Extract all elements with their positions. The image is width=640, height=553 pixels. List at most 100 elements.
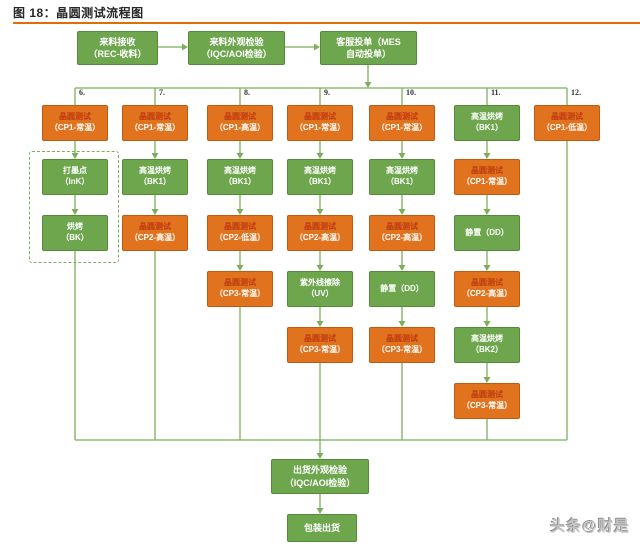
box-label-line2: （CP1-常温）: [129, 123, 181, 132]
col11-bake-bk1-box: 高温烘烤 （BK1）: [454, 105, 520, 141]
box-label-line1: 晶圆测试: [224, 222, 256, 232]
col11-rest-dd-box: 静置（DD）: [454, 215, 520, 251]
box-label-line2: （InK）: [60, 177, 90, 186]
col8-wafer-test-cp1-ht-box: 晶圆测试 （CP1-高温）: [207, 105, 273, 141]
box-label-line2: （BK）: [61, 233, 89, 242]
col8-wafer-test-cp3-rt-box: 晶圆测试 （CP3-常温）: [207, 271, 273, 307]
box-label-line2: （UV）: [306, 289, 334, 298]
watermark-toutiao-caishi: 头条@财是: [550, 518, 630, 535]
box-label-line2: （CP1-常温）: [49, 123, 101, 132]
box-label-line1: 来料外观检验: [209, 36, 264, 47]
box-label-line2: （CP1-常温）: [376, 123, 428, 132]
col8-wafer-test-cp2-lt-box: 晶圆测试 （CP2-低温）: [207, 215, 273, 251]
col11-wafer-test-cp1-rt-box: 晶圆测试 （CP1-常温）: [454, 159, 520, 195]
column-number-11: 11.: [491, 88, 501, 97]
title-underline-rule: [13, 22, 640, 24]
figure-title: 图 18：晶圆测试流程图: [13, 6, 144, 20]
box-label-line2: （CP1-常温）: [294, 123, 346, 132]
col10-wafer-test-cp2-ht-box: 晶圆测试 （CP2-高温）: [369, 215, 435, 251]
box-label-line2: （IQC/AOI检验）: [284, 477, 356, 488]
box-label-line1: 高温烘烤: [224, 166, 256, 176]
box-label-line2: （CP1-高温）: [214, 123, 266, 132]
box-label-line2: （BK1）: [470, 123, 503, 132]
col7-wafer-test-cp2-ht-box: 晶圆测试 （CP2-高温）: [122, 215, 188, 251]
col8-bake-bk1-box: 高温烘烤 （BK1）: [207, 159, 273, 195]
box-label-line2: （CP3-常温）: [461, 401, 513, 410]
box-label-line1: 晶圆测试: [304, 222, 336, 232]
box-label-line2: （CP2-高温）: [129, 233, 181, 242]
col11-wafer-test-cp3-rt-box: 晶圆测试 （CP3-常温）: [454, 383, 520, 419]
mes-order-box: 客服投单（MES 自动投单）: [320, 31, 417, 65]
col6-bake-bk-box: 烘烤 （BK）: [42, 215, 108, 251]
box-label-line2: （CP3-常温）: [294, 345, 346, 354]
packing-shipment-box: 包装出货: [287, 514, 357, 542]
box-label-line1: 晶圆测试: [386, 334, 418, 344]
box-label-line2: （CP3-常温）: [214, 289, 266, 298]
box-label-line2: （CP2-低温）: [214, 233, 266, 242]
column-number-6: 6.: [79, 88, 85, 97]
col6-ink-dot-box: 打墨点 （InK）: [42, 159, 108, 195]
box-label-line1: 静置（DD）: [380, 283, 424, 293]
box-label-line1: 晶圆测试: [304, 112, 336, 122]
column-number-8: 8.: [244, 88, 250, 97]
box-label-line2: （CP1-低温）: [541, 123, 593, 132]
col10-rest-dd-box: 静置（DD）: [369, 271, 435, 307]
box-label-line1: 晶圆测试: [471, 390, 503, 400]
col10-wafer-test-cp3-rt-box: 晶圆测试 （CP3-常温）: [369, 327, 435, 363]
box-label-line2: （CP3-常温）: [376, 345, 428, 354]
intake-iqc-aoi-inspection-box: 来料外观检验 （IQC/AOI检验）: [188, 31, 285, 65]
box-label-line2: （BK1）: [303, 177, 336, 186]
box-label-line1: 高温烘烤: [471, 112, 503, 122]
col9-wafer-test-cp3-rt-box: 晶圆测试 （CP3-常温）: [287, 327, 353, 363]
col11-bake-bk2-box: 高温烘烤 （BK2）: [454, 327, 520, 363]
box-label-line1: 客服投单（MES: [336, 36, 401, 47]
col11-wafer-test-cp2-ht-box: 晶圆测试 （CP2-高温）: [454, 271, 520, 307]
box-label-line1: 晶圆测试: [386, 112, 418, 122]
box-label-line2: （CP1-常温）: [461, 177, 513, 186]
box-label-line1: 晶圆测试: [139, 112, 171, 122]
col9-bake-bk1-box: 高温烘烤 （BK1）: [287, 159, 353, 195]
box-label-line1: 晶圆测试: [304, 334, 336, 344]
box-label-line1: 出货外观检验: [292, 465, 347, 476]
column-number-12: 12.: [571, 88, 581, 97]
box-label-line2: （CP2-高温）: [461, 289, 513, 298]
box-label-line1: 高温烘烤: [139, 166, 171, 176]
box-label-line1: 紫外线擦除: [300, 278, 340, 288]
box-label-line1: 静置（DD）: [465, 227, 509, 237]
box-label-line2: （IQC/AOI检验）: [201, 49, 272, 59]
column-number-9: 9.: [324, 88, 330, 97]
box-label-line1: 晶圆测试: [139, 222, 171, 232]
col9-wafer-test-cp1-rt-box: 晶圆测试 （CP1-常温）: [287, 105, 353, 141]
box-label-line1: 晶圆测试: [551, 112, 583, 122]
box-label-line1: 高温烘烤: [471, 334, 503, 344]
box-label-line1: 晶圆测试: [59, 112, 91, 122]
col7-wafer-test-cp1-rt-box: 晶圆测试 （CP1-常温）: [122, 105, 188, 141]
col6-wafer-test-cp1-rt-box: 晶圆测试 （CP1-常温）: [42, 105, 108, 141]
column-number-7: 7.: [159, 88, 165, 97]
box-label-line1: 晶圆测试: [471, 278, 503, 288]
col9-wafer-test-cp2-ht-box: 晶圆测试 （CP2-高温）: [287, 215, 353, 251]
outbound-iqc-aoi-inspection-box: 出货外观检验 （IQC/AOI检验）: [271, 459, 369, 494]
intake-receive-box: 来料接收 （REC-收料）: [77, 31, 158, 65]
box-label-line1: 晶圆测试: [471, 166, 503, 176]
box-label-line2: 自动投单）: [345, 49, 391, 59]
box-label-line2: （CP2-高温）: [294, 233, 346, 242]
box-label-line1: 高温烘烤: [304, 166, 336, 176]
box-label-line1: 晶圆测试: [224, 112, 256, 122]
col9-uv-erase-box: 紫外线擦除 （UV）: [287, 271, 353, 307]
box-label-line2: （REC-收料）: [88, 49, 147, 59]
box-label-line1: 晶圆测试: [386, 222, 418, 232]
box-label-line1: 来料接收: [99, 36, 136, 47]
column-number-10: 10.: [406, 88, 416, 97]
box-label-line1: 打墨点: [63, 166, 87, 176]
col12-wafer-test-cp1-lt-box: 晶圆测试 （CP1-低温）: [534, 105, 600, 141]
ink-bake-dashed-group: [29, 151, 119, 263]
box-label-line1: 晶圆测试: [224, 278, 256, 288]
col7-bake-bk1-box: 高温烘烤 （BK1）: [122, 159, 188, 195]
box-label-line1: 高温烘烤: [386, 166, 418, 176]
box-label-line1: 包装出货: [303, 522, 340, 533]
box-label-line2: （BK1）: [385, 177, 418, 186]
box-label-line2: （CP2-高温）: [376, 233, 428, 242]
